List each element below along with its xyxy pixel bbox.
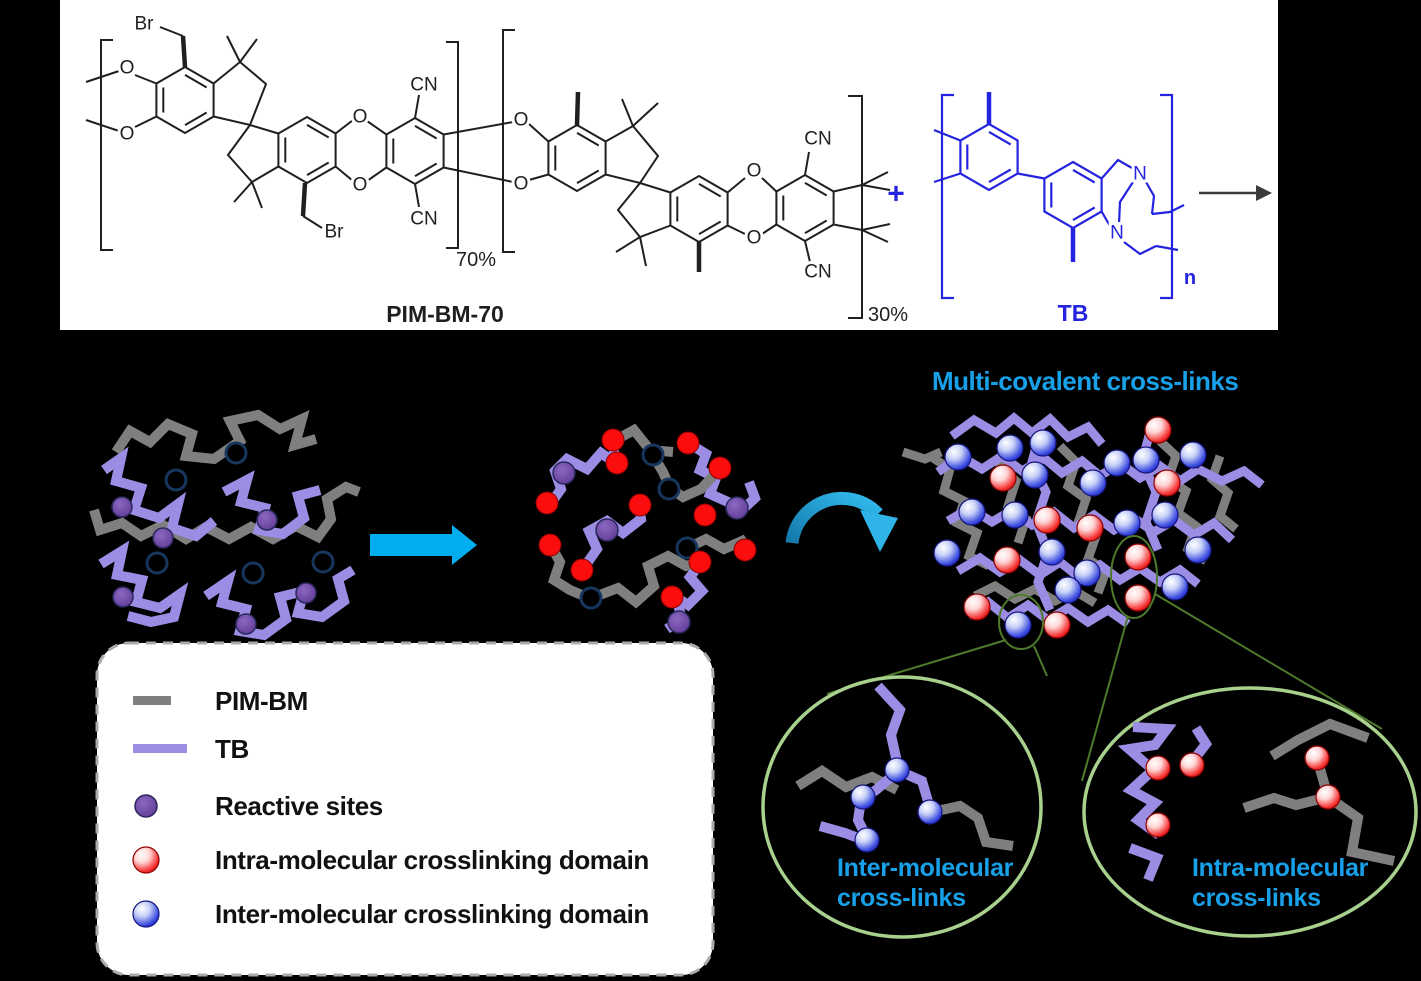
inset-inter-molecular: Inter-molecular cross-links (761, 675, 1043, 939)
legend-swatch-reactive-site (134, 794, 158, 818)
legend-box (95, 641, 715, 977)
legend-label-pim-bm: PIM-BM (215, 686, 308, 716)
tb-name: TB (1058, 300, 1089, 326)
atom-label-br-top: Br (135, 14, 155, 35)
inter-spheres (850, 757, 943, 853)
atom-label-cn-top-u1: CN (410, 75, 437, 96)
atom-label-o6: O (514, 174, 529, 195)
legend-swatch-tb (133, 744, 187, 753)
inter-label-line2: cross-links (837, 884, 966, 912)
reaction-arrow-icon (1199, 185, 1272, 201)
atom-label-o8: O (747, 228, 762, 249)
percent-30-label: 30% (868, 304, 908, 326)
legend: PIM-BM TB Reactive sites Intra-molecular… (95, 641, 715, 977)
crosslink-arrow-icon (785, 491, 898, 552)
atom-label-n-bottom: N (1110, 223, 1124, 244)
inset-inter-ellipse (761, 675, 1043, 939)
intra-domain-spheres (963, 416, 1181, 639)
legend-label-tb: TB (215, 734, 249, 764)
bracket-close-unit1 (446, 41, 459, 249)
atom-label-o1: O (120, 58, 135, 79)
legend-label-inter-domain: Inter-molecular crosslinking domain (215, 899, 649, 929)
bracket-open-unit1 (100, 39, 113, 251)
bracket-close-unit2 (848, 95, 863, 319)
inset-intra-molecular: Intra-molecular cross-links (1082, 686, 1418, 938)
legend-swatch-pim-bm (133, 696, 171, 705)
percent-70-label: 70% (456, 249, 496, 271)
intra-label-line2: cross-links (1192, 884, 1321, 912)
atom-label-o5: O (514, 110, 529, 131)
inter-label-line1: Inter-molecular (837, 854, 1014, 882)
atom-label-cn-top-u2: CN (804, 129, 831, 150)
callout-circle-intra (1110, 535, 1158, 619)
network-title: Multi-covalent cross-links (932, 366, 1238, 396)
atom-label-o4: O (353, 175, 368, 196)
intra-label-line1: Intra-molecular (1192, 854, 1369, 882)
atom-label-br-bottom: Br (325, 222, 345, 243)
legend-swatch-intra-domain (132, 846, 160, 874)
reactive-site-dots (111, 496, 317, 635)
functionalize-arrow-icon (370, 525, 477, 565)
atom-label-n-top: N (1133, 164, 1147, 185)
pim-bm-70-structure: Br Br O O O O CN CN O O O O CN CN 70% 30… (85, 11, 908, 327)
atom-label-cn-bottom-u2: CN (804, 262, 831, 283)
reaction-scheme-panel: Br Br O O O O CN CN O O O O CN CN 70% 30… (60, 0, 1278, 330)
bracket-close-tb (1160, 93, 1174, 300)
atom-label-o7: O (747, 161, 762, 182)
callout-circle-inter (998, 594, 1044, 650)
atom-label-o3: O (353, 107, 368, 128)
atom-label-o2: O (120, 124, 135, 145)
crosslinked-network: Multi-covalent cross-links (901, 366, 1265, 650)
hollow-site-circles (145, 441, 335, 585)
intra-spheres (1145, 745, 1341, 838)
scheme-white-panel (60, 0, 1278, 330)
chain-cluster-functionalized (535, 423, 761, 634)
crosslink-domain-dots (535, 428, 757, 609)
legend-swatch-inter-domain (132, 900, 160, 928)
bracket-open-tb (940, 93, 954, 300)
legend-label-reactive-sites: Reactive sites (215, 791, 383, 821)
pim-bm-70-name: PIM-BM-70 (386, 301, 504, 327)
reactive-site-dots (552, 461, 749, 634)
inter-domain-spheres (933, 429, 1212, 639)
atom-label-cn-bottom-u1: CN (410, 209, 437, 230)
hollow-site-circles (579, 443, 699, 610)
plus-sign: + (887, 178, 905, 211)
tb-repeat-n: n (1184, 267, 1196, 289)
inset-intra-ellipse (1082, 686, 1418, 938)
tb-structure: N N n TB (933, 92, 1196, 326)
legend-label-intra-domain: Intra-molecular crosslinking domain (215, 845, 649, 875)
chain-cluster-initial (89, 409, 361, 641)
bracket-open-unit2 (502, 29, 515, 253)
